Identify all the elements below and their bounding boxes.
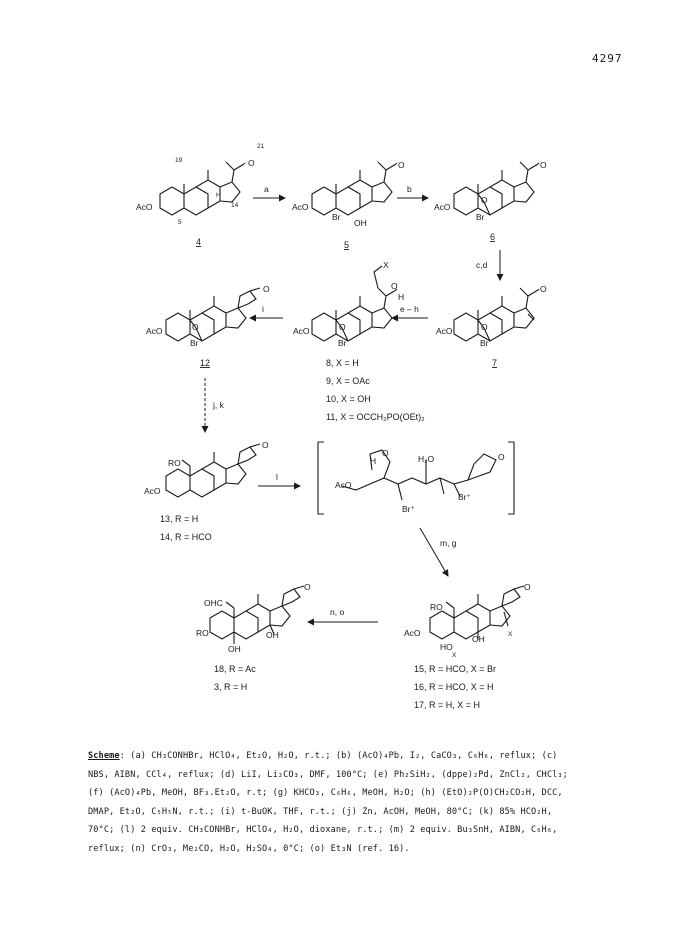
step-label-jk: j, k	[212, 400, 225, 410]
compound-7-structure	[453, 287, 540, 342]
svg-text:AcO: AcO	[434, 202, 451, 212]
svg-text:AcO: AcO	[146, 326, 163, 336]
compound-18-3-structure	[209, 585, 305, 644]
scheme-caption: Scheme: (a) CH₃CONHBr, HClO₄, Et₂O, H₂O,…	[88, 747, 608, 859]
compound-4-label: 4	[196, 237, 201, 247]
svg-text:H: H	[370, 456, 376, 466]
svg-text:AcO: AcO	[144, 486, 161, 496]
svg-text:O: O	[339, 322, 346, 332]
caption-line-4: DMAP, Et₂O, C₅H₅N, r.t.; (i) t-BuOK, THF…	[88, 806, 553, 817]
svg-text:O: O	[481, 195, 488, 205]
step-label-eh: e – h	[400, 304, 419, 314]
compound-5-structure	[311, 161, 398, 216]
svg-text:OH: OH	[354, 218, 367, 228]
svg-text:Br: Br	[332, 212, 341, 222]
svg-text:RO: RO	[196, 628, 209, 638]
svg-text:O: O	[498, 452, 505, 462]
atom-h: H	[216, 192, 221, 199]
atom-21: 21	[257, 143, 265, 150]
svg-text:OH: OH	[228, 644, 241, 654]
svg-text:OH: OH	[266, 630, 279, 640]
step-label-b: b	[407, 184, 412, 194]
svg-text:AcO: AcO	[404, 628, 421, 638]
svg-text:OHC: OHC	[204, 598, 223, 608]
atom-19: 19	[175, 157, 183, 164]
svg-text:Br⁺: Br⁺	[402, 504, 416, 514]
svg-text:HO: HO	[440, 642, 453, 652]
svg-text:AcO: AcO	[436, 326, 453, 336]
svg-text:O: O	[382, 448, 389, 458]
atom-aco: AcO	[136, 202, 153, 212]
svg-text:O: O	[304, 582, 311, 592]
step-label-l: l	[276, 472, 278, 482]
svg-text:O: O	[398, 160, 405, 170]
atom-o: O	[248, 158, 255, 168]
svg-text:Br: Br	[480, 338, 489, 348]
compound-6-structure	[453, 161, 540, 216]
svg-text:O: O	[540, 284, 547, 294]
svg-text:Br: Br	[476, 212, 485, 222]
svg-text:H₂O: H₂O	[418, 454, 434, 464]
svg-text:O: O	[391, 281, 398, 291]
step-label-cd: c,d	[476, 260, 488, 270]
reaction-scheme: 19 21 O AcO 5 H 14 4 a O AcO Br OH 5 b O…	[136, 143, 547, 710]
atom-5: 5	[178, 219, 182, 226]
atom-14: 14	[231, 202, 239, 209]
step-label-a: a	[264, 184, 269, 194]
svg-text:AcO: AcO	[293, 326, 310, 336]
step-label-no: n, o	[330, 607, 344, 617]
compound-11-label: 11, X = OCCH₂PO(OEt)₂	[326, 412, 425, 422]
compound-7-label: 7	[492, 358, 497, 368]
svg-text:X: X	[452, 652, 457, 659]
svg-text:X: X	[383, 260, 389, 270]
caption-line-1: Scheme: (a) CH₃CONHBr, HClO₄, Et₂O, H₂O,…	[88, 751, 558, 761]
compound-8-label: 8, X = H	[326, 358, 359, 368]
compound-12-structure	[165, 287, 261, 342]
compound-6-label: 6	[490, 232, 495, 242]
compound-10-label: 10, X = OH	[326, 394, 371, 404]
svg-text:O: O	[263, 284, 270, 294]
svg-text:X: X	[508, 631, 513, 638]
arrow-step-mg	[419, 527, 449, 577]
compound-5-label: 5	[344, 240, 349, 250]
svg-text:O: O	[524, 582, 531, 592]
compound-16-label: 16, R = HCO, X = H	[414, 682, 494, 692]
compound-12-label: 12	[200, 358, 210, 368]
step-label-mg: m, g	[440, 538, 457, 548]
compound-3-label: 3, R = H	[214, 682, 247, 692]
svg-text:OH: OH	[472, 634, 485, 644]
svg-text:O: O	[192, 322, 199, 332]
svg-text:Br⁺: Br⁺	[458, 492, 472, 502]
compound-13-14-structure	[165, 443, 261, 498]
intermediate-bracket	[317, 441, 515, 515]
svg-text:H: H	[398, 292, 404, 302]
compound-9-label: 9, X = OAc	[326, 376, 370, 386]
svg-text:Br: Br	[190, 338, 199, 348]
compound-18-label: 18, R = Ac	[214, 664, 256, 674]
step-label-i: i	[262, 304, 264, 314]
page-number: 4297	[592, 52, 623, 65]
caption-line-6: reflux; (n) CrO₃, Me₂CO, H₂O, H₂SO₄, 0°C…	[88, 843, 410, 854]
intermediate-structure	[341, 449, 497, 501]
compound-13-label: 13, R = H	[160, 514, 198, 524]
svg-text:RO: RO	[430, 602, 443, 612]
svg-text:O: O	[481, 322, 488, 332]
svg-text:O: O	[262, 440, 269, 450]
caption-line-2: NBS, AIBN, CCl₄, reflux; (d) LiI, Li₂CO₃…	[88, 769, 568, 780]
caption-line-5: 70°C; (l) 2 equiv. CH₃CONHBr, HClO₄, H₂O…	[88, 825, 558, 836]
svg-text:AcO: AcO	[335, 480, 352, 490]
caption-head: Scheme	[88, 751, 120, 761]
svg-text:AcO: AcO	[292, 202, 309, 212]
svg-text:Br: Br	[338, 338, 347, 348]
compound-15-label: 15, R = HCO, X = Br	[414, 664, 496, 674]
svg-text:O: O	[540, 160, 547, 170]
caption-line-3: (f) (AcO)₄Pb, MeOH, BF₃.Et₂O, r.t; (g) K…	[88, 788, 563, 799]
compound-14-label: 14, R = HCO	[160, 532, 212, 542]
compound-17-label: 17, R = H, X = H	[414, 700, 480, 710]
compound-8-11-structure	[311, 265, 398, 342]
compound-15-17-structure	[429, 585, 525, 640]
svg-text:RO: RO	[168, 458, 181, 468]
